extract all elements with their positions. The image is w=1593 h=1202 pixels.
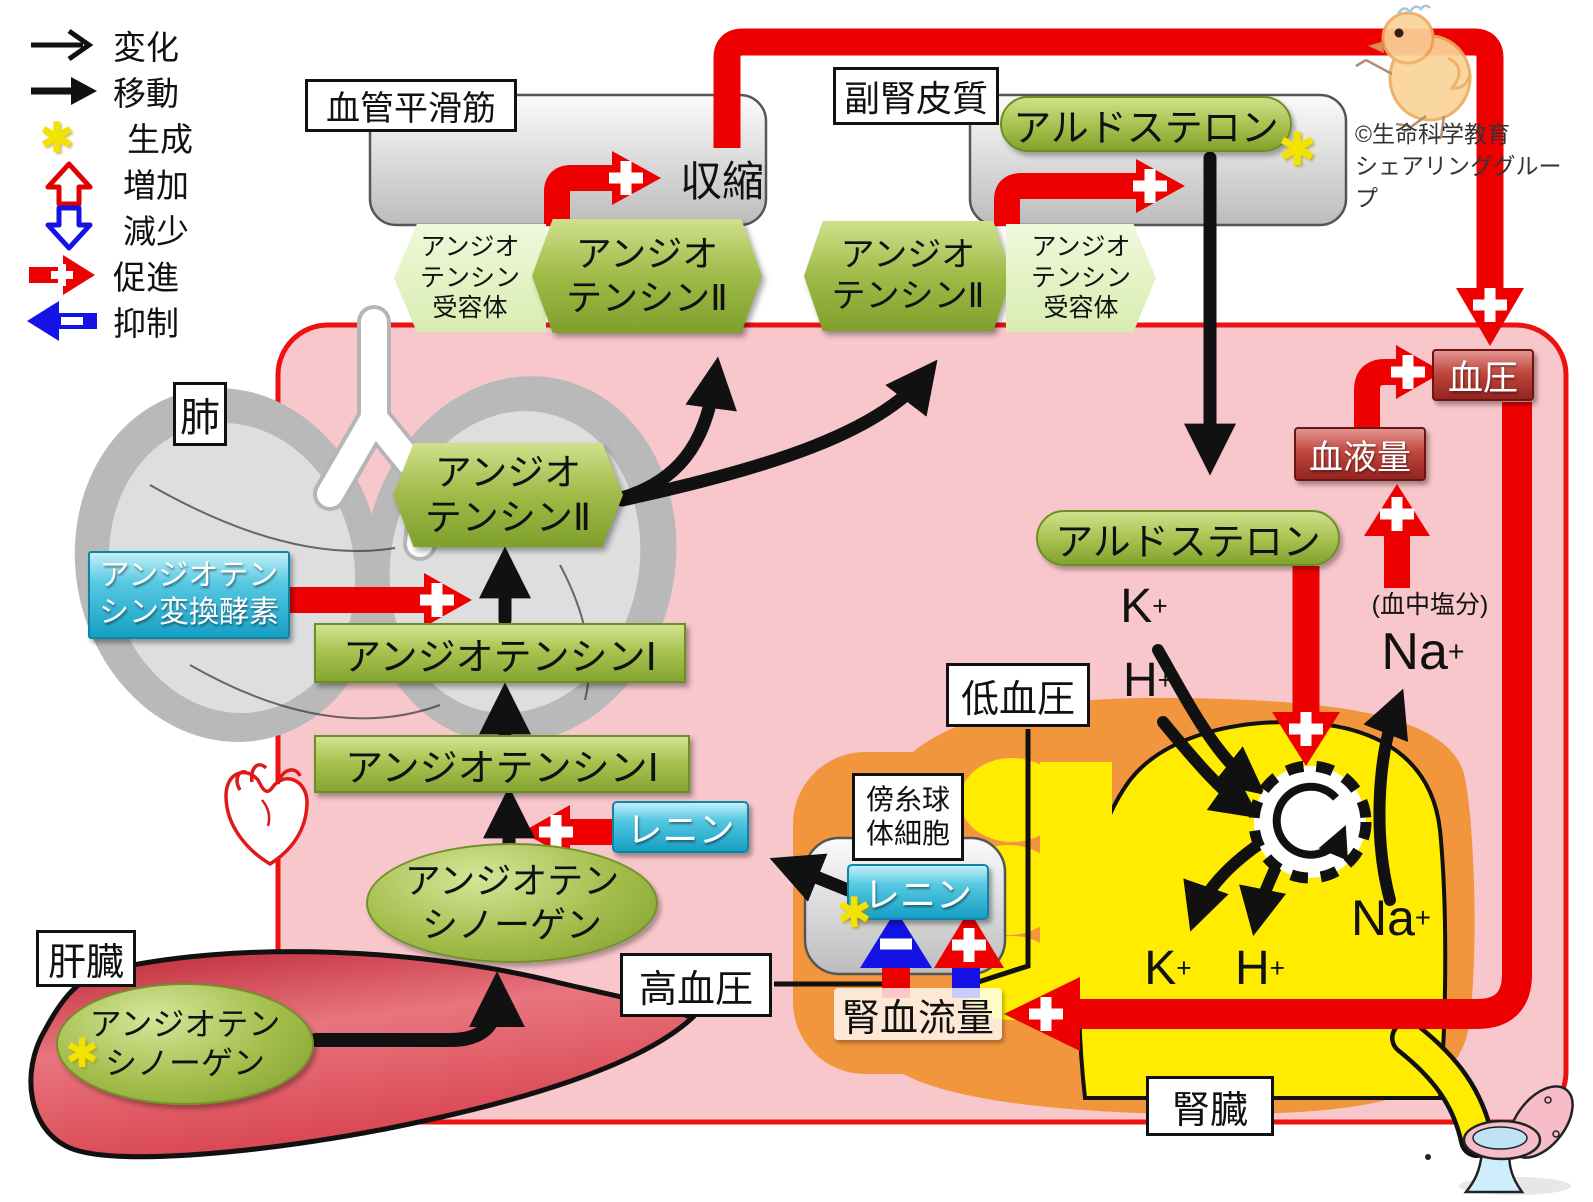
aldosterone-blood: アルドステロン xyxy=(1036,510,1340,566)
legend-item-inhibit: 抑制 xyxy=(25,298,179,344)
liver-to-blood-arrow xyxy=(309,971,525,1047)
liver-label: 肝臓 xyxy=(36,930,136,987)
generate-asterisk-icon: ✱ xyxy=(39,113,75,161)
k-upper-label: K+ xyxy=(1120,579,1168,633)
receptor-to-contraction-arrow xyxy=(544,151,661,226)
adrenal-cortex-label: 副腎皮質 xyxy=(833,67,999,125)
jg-cell-label: 傍糸球 体細胞 xyxy=(852,773,964,861)
kidney-label: 腎臓 xyxy=(1146,1076,1274,1136)
receptor-left: アンジオ テンシン 受容体 xyxy=(394,224,546,332)
angiotensin2-adrenal-text: アンジオ テンシンⅡ xyxy=(804,221,1012,331)
blood-pressure-box: 血圧 xyxy=(1432,349,1534,401)
legend-item-increase: 増加 xyxy=(25,159,189,207)
credit-line1: ©生命科学教育 xyxy=(1355,121,1510,147)
legend-label: 減少 xyxy=(123,213,189,250)
promote-arrow-icon xyxy=(25,251,113,299)
aldosterone-generate-asterisk: ✱ xyxy=(1277,123,1317,175)
receptor-to-aldosterone-arrow xyxy=(994,159,1185,226)
na-upper-label: Na+ xyxy=(1381,623,1465,681)
chick-icon xyxy=(1355,4,1472,140)
legend-label: 増加 xyxy=(123,167,189,204)
aldosterone-adrenal: アルドステロン xyxy=(1000,96,1292,152)
high-bp-label: 高血圧 xyxy=(620,953,772,1017)
angiotensin2-lung: アンジオ テンシンⅡ xyxy=(393,443,623,547)
trachea-shape xyxy=(313,305,443,561)
blood-salt-note: (血中塩分) xyxy=(1371,591,1489,619)
low-bp-connector xyxy=(971,729,1031,987)
legend-item-change: 変化 xyxy=(25,22,179,68)
legend-label: 促進 xyxy=(113,259,179,296)
angiotensin2-vascular-text: アンジオ テンシンⅡ xyxy=(532,219,762,333)
move-arrow-icon xyxy=(25,69,113,113)
renin-blood: レニン xyxy=(612,801,749,853)
decrease-arrow-icon xyxy=(25,205,123,253)
h-lower-label: H+ xyxy=(1234,941,1286,995)
h-upper-label: H+ xyxy=(1122,653,1174,707)
legend-item-decrease: 減少 xyxy=(25,205,189,253)
lung-label: 肺 xyxy=(173,382,227,446)
low-bp-label: 低血圧 xyxy=(946,663,1090,727)
black-arrows xyxy=(309,151,1409,1047)
angiotensinogen-generate-asterisk: ✱ xyxy=(65,1032,99,1076)
legend-label: 抑制 xyxy=(113,305,179,342)
angiotensin1-upper: アンジオテンシンⅠ xyxy=(314,623,686,683)
angiotensinogen-blood: アンジオテン シノーゲン xyxy=(366,843,658,963)
angiotensin2-lung-text: アンジオ テンシンⅡ xyxy=(393,443,623,547)
angiotensin2-adrenal: アンジオ テンシンⅡ xyxy=(804,221,1012,331)
legend: 変化 移動 ✱ 生成 増加 減少 促進 xyxy=(25,22,285,344)
angiotensin2-vascular: アンジオ テンシンⅡ xyxy=(532,219,762,333)
bp-to-renal-flow-path xyxy=(1004,402,1532,1051)
vascular-smooth-muscle-label: 血管平滑筋 xyxy=(305,79,517,132)
volume-to-bp-arrow xyxy=(1354,345,1443,428)
blood-volume-box: 血液量 xyxy=(1294,427,1426,481)
ace-box: アンジオテン シン変換酵素 xyxy=(88,551,290,639)
ang2-to-adrenal-arrow xyxy=(615,359,938,507)
salt-to-volume-arrow xyxy=(1364,484,1430,588)
legend-label: 移動 xyxy=(113,75,179,112)
credit: ©生命科学教育 シェアリンググループ xyxy=(1355,118,1575,215)
legend-item-move: 移動 xyxy=(25,68,179,114)
contraction-text: 収縮 xyxy=(679,157,764,205)
legend-label: 変化 xyxy=(113,29,179,66)
increase-arrow-icon xyxy=(25,159,123,207)
bp-connectors xyxy=(774,729,1031,987)
legend-item-generate: ✱ 生成 xyxy=(25,113,193,161)
jg-renin-release-arrow xyxy=(769,853,855,902)
receptor-right: アンジオ テンシン 受容体 xyxy=(1006,224,1156,332)
na-reabsorb-arrow xyxy=(1363,688,1409,906)
na-lower-label: Na+ xyxy=(1351,890,1431,946)
change-arrow-icon xyxy=(25,23,113,67)
aldosterone-promote-arrow xyxy=(1272,566,1340,766)
renin-generate-asterisk: ✱ xyxy=(836,888,872,936)
toilet-icon xyxy=(1425,1085,1574,1195)
renin-jg: レニン xyxy=(847,864,989,920)
k-out-arrow xyxy=(1183,839,1264,932)
legend-item-promote: 促進 xyxy=(25,252,179,298)
legend-label: 生成 xyxy=(127,121,193,158)
inhibit-arrow-icon xyxy=(25,297,113,345)
heart-shape xyxy=(224,763,309,867)
ion-pump-icon xyxy=(1248,760,1372,884)
renal-blood-flow-label: 腎血流量 xyxy=(834,988,1002,1040)
ace-promote-arrow xyxy=(290,573,472,627)
k-lower-label: K+ xyxy=(1144,941,1192,995)
contraction-to-bp-path xyxy=(713,28,1524,346)
angiotensin1-lower: アンジオテンシンⅠ xyxy=(314,735,690,793)
angiotensinogen-liver: アンジオテン シノーゲン xyxy=(56,983,314,1105)
credit-line2: シェアリンググループ xyxy=(1355,153,1562,212)
h-in-arrow xyxy=(1157,716,1260,819)
